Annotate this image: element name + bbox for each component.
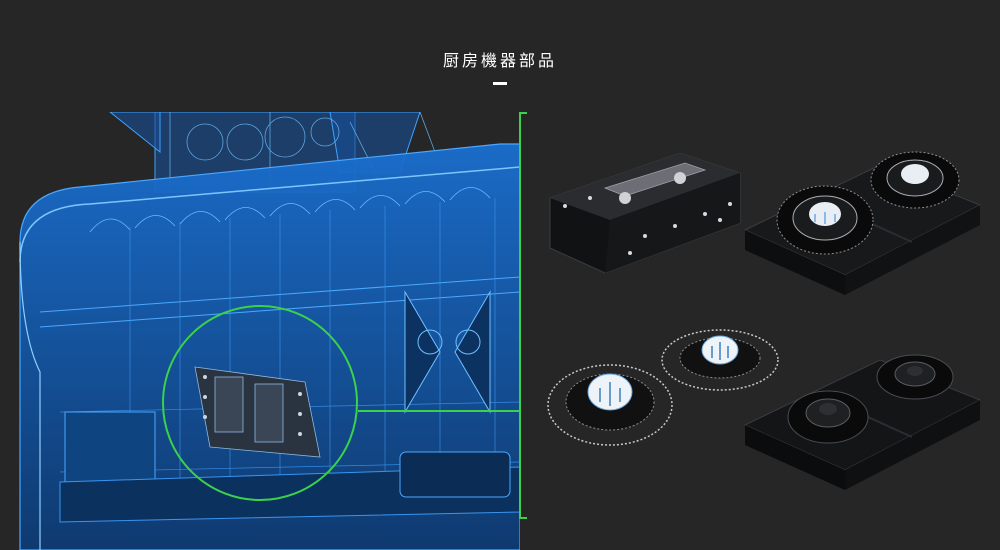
callout-leader-line [358, 410, 520, 412]
title-underline [493, 82, 507, 85]
part-burner-housing [549, 152, 741, 274]
callout-bracket [519, 112, 527, 519]
parts-gallery [540, 140, 990, 520]
part-double-burner-base [743, 354, 982, 490]
kitchen-blueprint-illustration [0, 112, 520, 550]
part-double-burner-plate [743, 151, 982, 295]
section-title: 厨房機器部品 [442, 51, 557, 70]
blueprint-svg [19, 112, 520, 550]
part-burner-rings [547, 329, 779, 446]
